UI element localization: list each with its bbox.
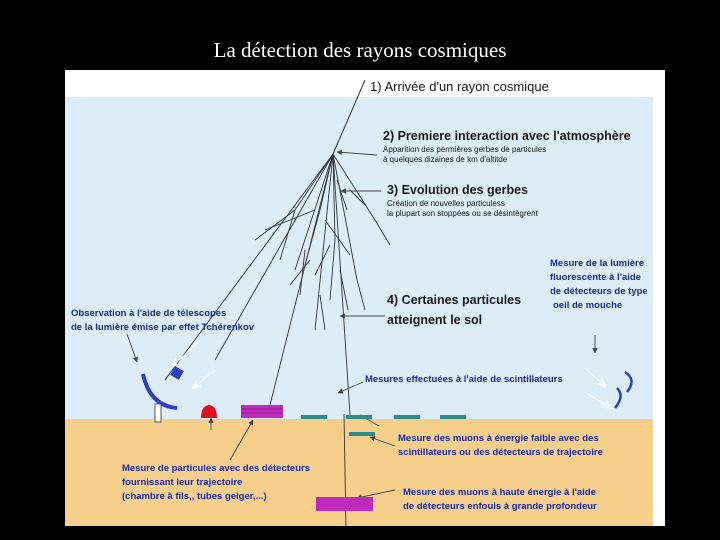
step-first-interaction-line1: Apparition des permières gerbes de parti… [383, 145, 547, 154]
fluorescence-label-1: Mesure de la lumière [550, 258, 644, 269]
tracking-label-3: (chambre à fils,, tubes geiger,...) [122, 491, 267, 502]
step-evolution-line1: Création de nouvelles particuless [387, 199, 505, 208]
muons-high-label-2: de détecteurs enfouis à grande profondeu… [403, 501, 597, 512]
tracking-label-2: fournissant leur trajectoire [122, 477, 243, 488]
fluorescence-label-3: de détecteurs de type [550, 286, 648, 297]
step-first-interaction-line2: à quelques dizaines de km d'altitde [383, 155, 508, 164]
slide-title: La détection des rayons cosmiques [213, 38, 507, 62]
fluorescence-label-4: oeil de mouche [553, 300, 623, 311]
fluorescence-label-2: fluorescente à l'aide [550, 272, 641, 283]
muons-high-label-1: Mesure des muons à haute énergie à l'aid… [403, 487, 596, 498]
step-ground-line1: 4) Certaines particules [387, 293, 522, 307]
step-first-interaction-title: 2) Premiere interaction avec l'atmosphèr… [383, 129, 631, 143]
step-arrival-label: 1) Arrivée d'un rayon cosmique [370, 79, 549, 94]
red-detector [201, 405, 217, 418]
step-evolution-line2: la plupart son stoppées ou se désintègre… [387, 209, 538, 218]
scintillators [301, 415, 466, 436]
scintillator-label: Mesures effectuées à l'aide de scintilla… [365, 374, 563, 385]
light-rays [173, 339, 611, 408]
cherenkov-label-1: Observation à l'aide de télescopes [71, 308, 227, 319]
tracking-label-1: Mesure de particules avec des détecteurs [122, 463, 310, 474]
fly-eye-detectors [614, 370, 633, 409]
cherenkov-label-2: de la lumière émise par effet Tchérenkov [71, 322, 255, 333]
muons-low-label-2: scintillateurs ou des détecteurs de traj… [398, 447, 603, 458]
step-ground-line2: atteignent le sol [387, 313, 483, 327]
sky [65, 97, 653, 419]
primary-ray [332, 79, 366, 155]
muons-low-label-1: Mesure des muons à énergie faible avec d… [398, 433, 599, 444]
cosmic-ray-diagram: 1) Arrivée d'un rayon cosmique 2) Premie… [65, 70, 665, 526]
deep-muon-detector [316, 497, 373, 511]
particle-shower [164, 153, 391, 526]
diagram-canvas [65, 79, 653, 526]
tracking-detector-surface [241, 405, 283, 418]
step-evolution-title: 3) Evolution des gerbes [387, 183, 529, 197]
cherenkov-telescope [141, 366, 184, 423]
